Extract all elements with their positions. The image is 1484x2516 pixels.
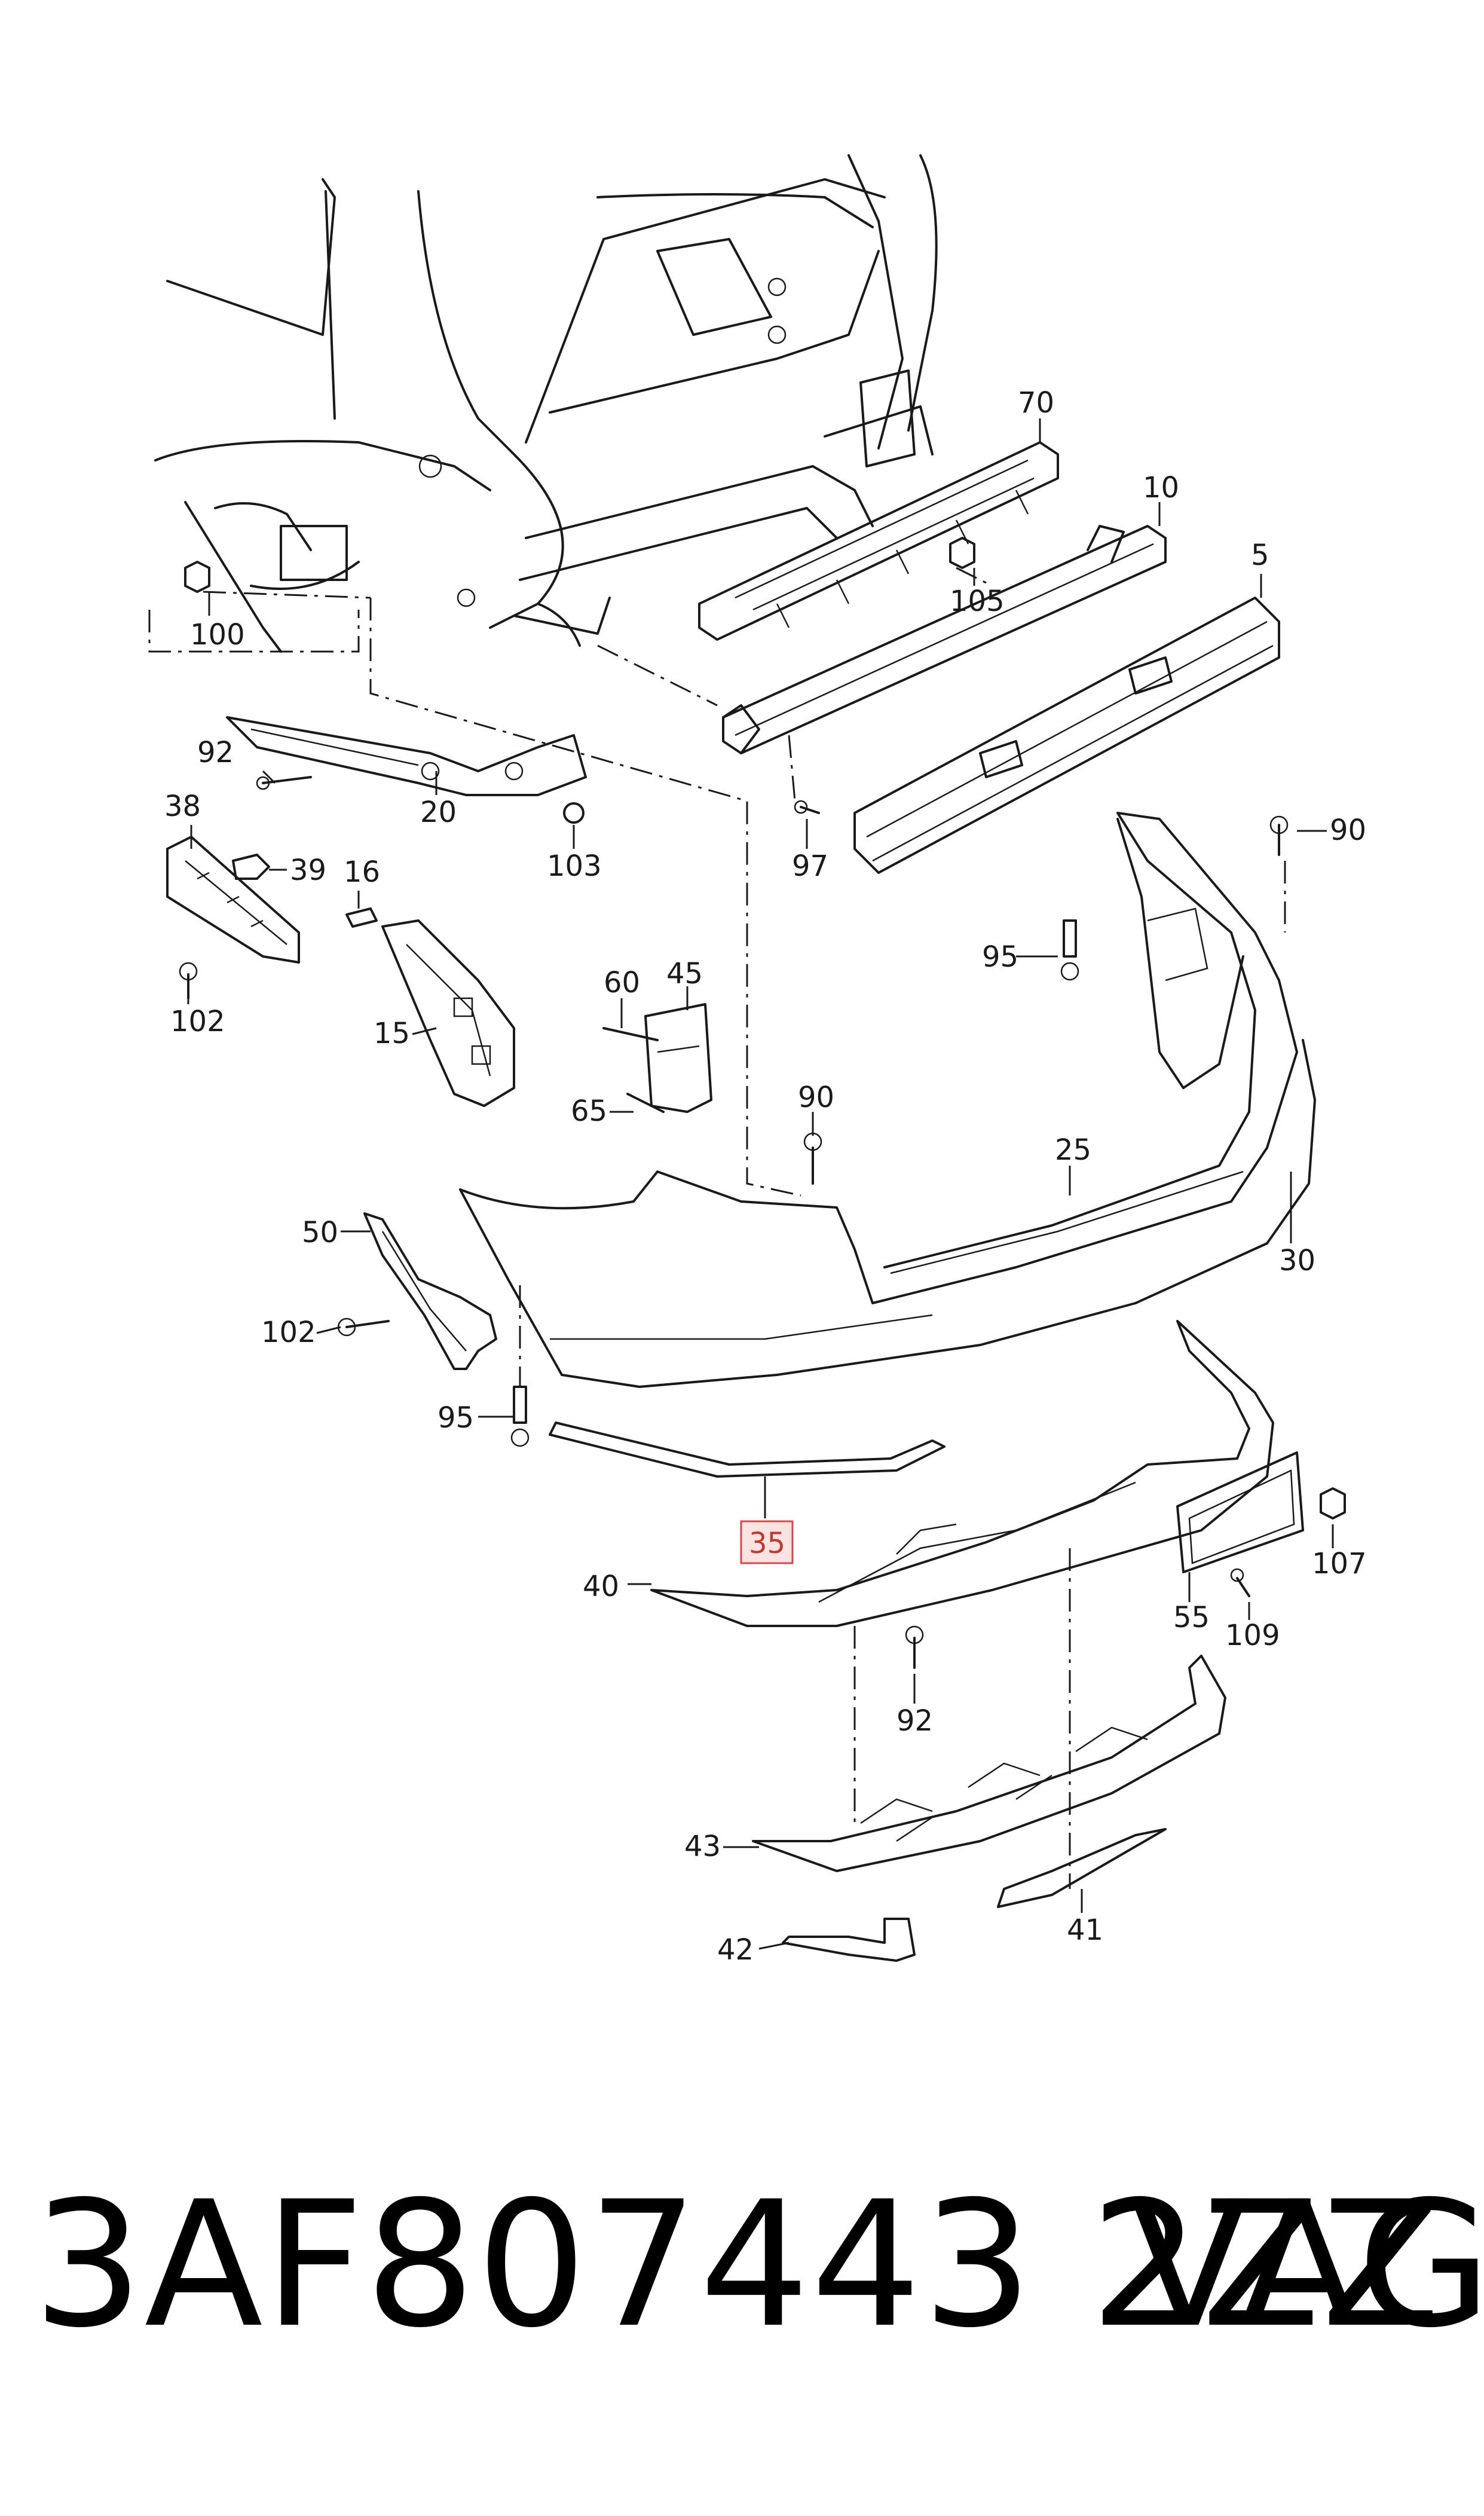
label-39: 39 (290, 854, 326, 887)
label-107: 107 (1312, 1547, 1367, 1580)
label-35: 35 (749, 1527, 785, 1560)
label-60: 60 (604, 966, 640, 999)
part-40-lower-trim (650, 1320, 1274, 1627)
part-labels: 70 10 5 105 100 92 20 103 97 90 38 39 16… (164, 386, 1367, 1967)
nut-100 (184, 561, 210, 593)
label-42: 42 (717, 1933, 754, 1967)
label-90a: 90 (1330, 814, 1366, 847)
fasteners (179, 537, 1346, 1669)
part-55-plate-holder (1176, 1451, 1304, 1573)
part-35-trim-strip (549, 1421, 946, 1478)
label-55: 55 (1173, 1601, 1210, 1634)
part-45-pad (644, 1003, 712, 1113)
part-5-absorber (853, 597, 1280, 874)
label-43: 43 (684, 1830, 721, 1863)
brand-text: VAG (1130, 2165, 1484, 2366)
clip-95b (513, 1386, 527, 1424)
label-30: 30 (1279, 1244, 1315, 1277)
part-10-bracket (722, 525, 1167, 754)
label-102a: 102 (170, 1005, 225, 1038)
label-95a: 95 (982, 940, 1018, 974)
label-90b: 90 (798, 1081, 834, 1114)
screw-92a (262, 776, 312, 784)
part-number-text: 3AF807443 2ZZ (33, 2165, 1442, 2366)
part-60-strip (602, 1027, 659, 1041)
label-97: 97 (792, 849, 828, 883)
nut-103 (563, 802, 585, 824)
screw-102b (345, 1320, 390, 1328)
part-41-small-trim (997, 1828, 1167, 1908)
clip-16 (345, 907, 378, 928)
leader-lines (187, 418, 1334, 1950)
label-70: 70 (1018, 386, 1054, 420)
part-65-strip (626, 1093, 665, 1113)
part-38-guide (166, 836, 300, 964)
label-10: 10 (1143, 471, 1179, 505)
label-100: 100 (190, 618, 245, 652)
label-41: 41 (1067, 1913, 1103, 1947)
part-20-side-bracket (226, 716, 587, 796)
label-20: 20 (420, 796, 457, 829)
label-16: 16 (344, 855, 380, 889)
car-body-shell (154, 154, 938, 653)
screw-97 (800, 806, 820, 814)
part-42-chrome-trim (782, 1918, 916, 1962)
part-50-side-piece (363, 1212, 497, 1370)
label-103: 103 (547, 849, 602, 883)
label-92a: 92 (197, 736, 234, 769)
nut-107 (1320, 1487, 1346, 1520)
label-40: 40 (583, 1570, 619, 1603)
footer: 3AF807443 2ZZ VAG (0, 2176, 1484, 2355)
label-25: 25 (1055, 1133, 1091, 1167)
label-5: 5 (1251, 539, 1269, 572)
part-25-bumper-cover (459, 812, 1316, 1388)
label-38: 38 (164, 790, 201, 823)
label-105: 105 (950, 585, 1005, 618)
nut-105 (949, 537, 975, 569)
label-102b: 102 (261, 1316, 316, 1349)
label-95b: 95 (437, 1401, 474, 1435)
parts-diagram: 70 10 5 105 100 92 20 103 97 90 38 39 16… (148, 154, 1367, 1967)
label-92b: 92 (896, 1704, 933, 1738)
label-15: 15 (374, 1017, 410, 1050)
label-45: 45 (666, 957, 703, 990)
label-109: 109 (1225, 1619, 1280, 1652)
part-15-side-guide (381, 919, 515, 1107)
part-39-clip (232, 854, 270, 880)
label-50: 50 (302, 1216, 338, 1249)
part-43-diffuser (752, 1655, 1226, 1872)
label-65: 65 (571, 1095, 607, 1128)
highlight-box (740, 1520, 794, 1564)
clip-95a (1063, 919, 1077, 958)
